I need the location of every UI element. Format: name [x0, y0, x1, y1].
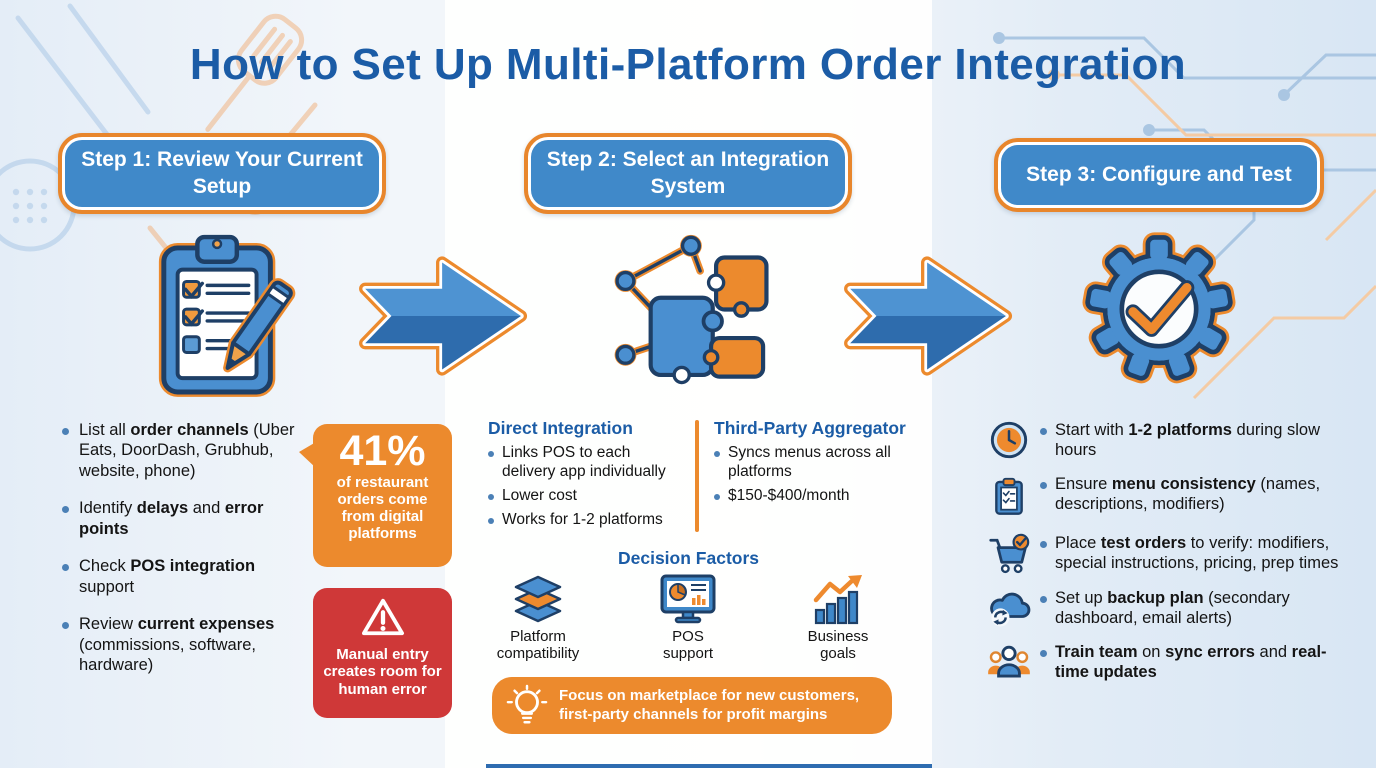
footer-divider — [486, 764, 932, 768]
cart-check-icon — [989, 533, 1030, 573]
list-item-text: Works for 1-2 platforms — [502, 510, 663, 528]
stat-value: 41% — [339, 427, 426, 475]
list-item: List all order channels (Uber Eats, Door… — [62, 420, 314, 481]
column-divider — [695, 420, 699, 532]
list-item: $150-$400/month — [714, 487, 914, 506]
tip-banner: Focus on marketplace for new customers, … — [492, 677, 892, 734]
bullet-dot — [1040, 428, 1047, 435]
list-item-text: Set up backup plan (secondary dashboard,… — [1055, 588, 1290, 628]
cloud-sync-icon — [990, 592, 1031, 627]
list-item-text: Identify delays and error points — [79, 499, 264, 538]
list-item: Set up backup plan (secondary dashboard,… — [986, 588, 1342, 629]
bullet-dot — [714, 451, 720, 457]
step1-header-label: Step 1: Review Your Current Setup — [65, 140, 379, 207]
team-icon — [988, 645, 1030, 678]
step1-bullet-list: List all order channels (Uber Eats, Door… — [62, 420, 314, 693]
list-item-text: $150-$400/month — [728, 486, 850, 504]
icon-cell — [986, 533, 1032, 575]
bullet-dot — [62, 564, 69, 572]
bullet-dot — [62, 506, 69, 514]
list-item: Review current expenses (commissions, so… — [62, 614, 314, 675]
lightbulb-icon — [506, 684, 548, 723]
list-item-text: Train team on sync errors and real-time … — [1055, 642, 1327, 682]
step-arrow-icon — [359, 256, 528, 376]
callout-tail — [299, 442, 316, 468]
icon-cell — [986, 642, 1032, 683]
bullet-dot — [714, 493, 720, 500]
stat-caption: of restaurant orders come from digital p… — [336, 474, 429, 543]
aggregator-heading: Third-Party Aggregator — [714, 418, 906, 438]
decision-factor: POS support — [618, 574, 758, 663]
decision-factor: Business goals — [768, 574, 908, 663]
bullet-dot — [1040, 481, 1047, 489]
list-item-text: Check POS integration support — [79, 557, 256, 596]
step1-header: Step 1: Review Your Current Setup — [58, 133, 386, 214]
list-item-text: Ensure menu consistency (names, descript… — [1055, 474, 1321, 514]
step-arrow-icon — [844, 256, 1013, 376]
list-item: Ensure menu consistency (names, descript… — [986, 474, 1342, 520]
decision-factor: Platform compatibility — [468, 574, 608, 663]
icon-cell — [986, 420, 1032, 461]
menu-clipboard-icon — [995, 477, 1023, 515]
page-title: How to Set Up Multi-Platform Order Integ… — [189, 40, 1187, 89]
list-item-text: Review current expenses (commissions, so… — [79, 615, 275, 675]
bullet-dot — [1040, 649, 1047, 657]
tip-text: Focus on marketplace for new customers, … — [559, 687, 860, 723]
clipboard-checklist-icon — [158, 234, 296, 397]
step3-header: Step 3: Configure and Test — [994, 138, 1324, 212]
list-item: Train team on sync errors and real-time … — [986, 642, 1342, 683]
icon-cell — [986, 474, 1032, 520]
decision-factors-row: Platform compatibility POS support — [468, 574, 908, 663]
step2-header-label: Step 2: Select an Integration System — [531, 140, 845, 207]
direct-integration-heading: Direct Integration — [488, 418, 633, 438]
pos-monitor-icon — [660, 574, 716, 624]
list-item: Place test orders to verify: modifiers, … — [986, 533, 1342, 575]
warning-triangle-icon — [361, 598, 404, 636]
step2-header: Step 2: Select an Integration System — [524, 133, 852, 214]
step3-header-label: Step 3: Configure and Test — [1001, 145, 1317, 205]
bullet-dot — [488, 451, 494, 457]
bullet-dot — [1040, 540, 1047, 548]
step3-bullet-list: Start with 1-2 platforms during slow hou… — [986, 420, 1342, 696]
factor-label: POS support — [662, 628, 714, 663]
list-item-text: Links POS to each delivery app individua… — [502, 444, 666, 480]
bullet-dot — [1040, 595, 1047, 603]
list-item-text: Lower cost — [502, 486, 577, 504]
aggregator-column: Third-Party Aggregator Syncs menus acros… — [714, 418, 914, 511]
list-item: Check POS integration support — [62, 556, 314, 597]
layers-icon — [514, 575, 562, 623]
warning-text: Manual entry creates room for human erro… — [323, 646, 442, 698]
bullet-dot — [62, 622, 69, 630]
stat-callout: 41% of restaurant orders come from digit… — [299, 424, 452, 567]
decision-factors-heading: Decision Factors — [617, 548, 760, 568]
bullet-dot — [62, 428, 69, 435]
factor-label: Platform compatibility — [496, 628, 580, 663]
list-item: Links POS to each delivery app individua… — [488, 444, 688, 482]
clock-icon — [990, 421, 1028, 459]
list-item: Start with 1-2 platforms during slow hou… — [986, 420, 1342, 461]
bullet-dot — [488, 493, 494, 500]
growth-chart-icon — [813, 575, 862, 625]
list-item: Lower cost — [488, 487, 688, 506]
icon-cell — [986, 588, 1032, 629]
warning-callout: Manual entry creates room for human erro… — [313, 588, 452, 718]
bullet-dot — [488, 517, 494, 524]
gear-check-icon — [1082, 232, 1236, 384]
puzzle-network-icon — [614, 234, 769, 385]
list-item: Identify delays and error points — [62, 498, 314, 539]
list-item-text: Syncs menus across all platforms — [728, 444, 891, 480]
direct-integration-column: Direct Integration Links POS to each del… — [488, 418, 688, 535]
list-item: Works for 1-2 platforms — [488, 511, 688, 530]
list-item-text: Start with 1-2 platforms during slow hou… — [1055, 421, 1321, 460]
list-item-text: Place test orders to verify: modifiers, … — [1055, 533, 1339, 573]
list-item: Syncs menus across all platforms — [714, 444, 914, 482]
list-item-text: List all order channels (Uber Eats, Door… — [79, 421, 295, 480]
factor-label: Business goals — [807, 628, 869, 663]
center-panel — [445, 0, 932, 768]
